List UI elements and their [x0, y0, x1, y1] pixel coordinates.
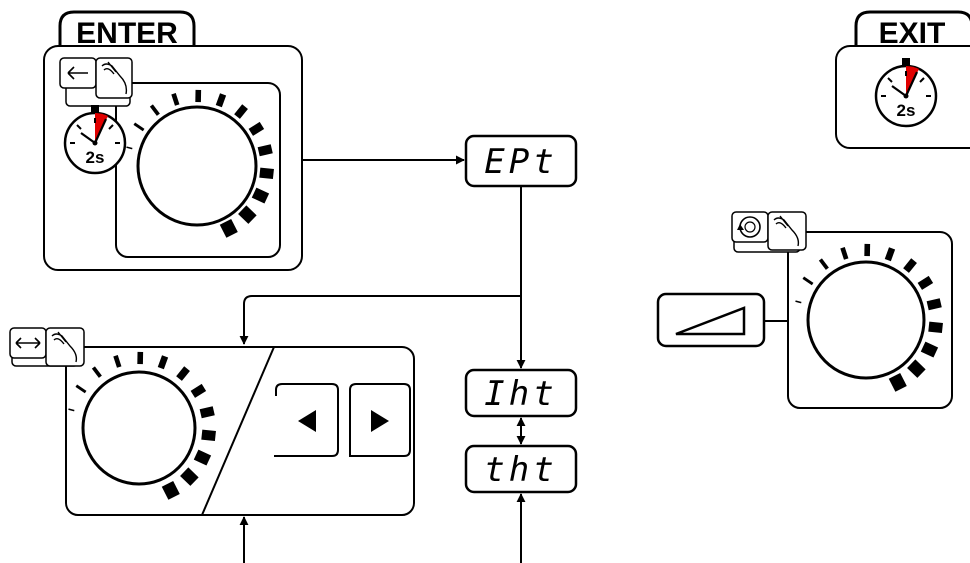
knob-scale-segment — [928, 321, 943, 334]
ramp-icon — [675, 306, 746, 336]
enter-panel: ENTER 2s — [43, 10, 303, 271]
enter-tab — [58, 10, 196, 48]
triangle-left-icon — [298, 410, 316, 432]
right-arrow-button[interactable] — [349, 383, 411, 457]
knob-scale-segment — [91, 366, 102, 378]
knob-scale-segment — [219, 218, 238, 238]
knob-scale-segment — [126, 146, 133, 150]
knob-scale-segment — [907, 359, 926, 378]
adjust-knob-scale — [795, 243, 943, 392]
knob-scale-segment — [234, 104, 248, 119]
exit-hold-time: 2s — [897, 101, 916, 120]
adjust-panel — [656, 211, 953, 409]
knob-scale-segment — [75, 384, 87, 394]
knob-scale-segment — [259, 167, 274, 180]
knob-scale-segment — [113, 355, 122, 368]
knob-scale-segment — [193, 449, 212, 466]
display-tht-text: tht — [484, 450, 557, 490]
knob-scale-segment — [917, 275, 934, 290]
select-panel — [9, 327, 415, 516]
exit-tab-label: EXIT — [879, 17, 946, 50]
knob-scale-segment — [251, 187, 270, 204]
knob-scale-segment — [818, 258, 829, 270]
enter-button-group[interactable] — [59, 57, 133, 107]
knob-scale-segment — [884, 247, 896, 262]
knob-scale-segment — [176, 366, 190, 381]
knob-scale-segment — [257, 144, 273, 157]
knob-scale-segment — [926, 298, 942, 311]
display-ept: EPt — [464, 134, 578, 188]
exit-tab — [854, 10, 970, 48]
rotate-icon[interactable] — [737, 216, 761, 238]
knob-scale-segment — [201, 429, 216, 442]
display-ept-text: EPt — [484, 142, 557, 182]
ramp-indicator — [656, 292, 766, 348]
knob-scale-segment — [920, 341, 939, 358]
knob-scale-segment — [199, 406, 215, 419]
display-iht-text: Iht — [484, 374, 557, 414]
stopwatch-icon: 2s — [63, 105, 127, 175]
display-iht: Iht — [464, 368, 578, 418]
knob-scale-segment — [161, 480, 180, 500]
connector-loop-to-select — [239, 295, 521, 345]
knob-scale-segment — [903, 258, 917, 273]
enter-knob-scale — [126, 89, 274, 238]
knob-scale-segment — [171, 93, 180, 106]
adjust-control-knob[interactable] — [806, 260, 926, 380]
knob-scale-segment — [149, 104, 160, 116]
select-panel-divider — [201, 346, 275, 516]
enter-control-knob[interactable] — [136, 105, 258, 227]
knob-scale-segment — [802, 276, 814, 286]
stopwatch-icon: 2s — [874, 58, 938, 128]
knob-scale-segment — [157, 355, 169, 370]
hand-press-icon — [773, 215, 800, 247]
hand-press-icon — [101, 61, 128, 95]
knob-scale-segment — [215, 93, 227, 108]
select-knob-scale — [68, 351, 216, 500]
knob-scale-segment — [840, 247, 849, 260]
adjust-button-group[interactable] — [731, 211, 807, 253]
knob-scale-segment — [68, 408, 75, 412]
knob-scale-segment — [190, 383, 207, 398]
exit-panel: EXIT 2s — [835, 10, 970, 149]
knob-scale-segment — [180, 467, 199, 486]
enter-hold-time: 2s — [86, 148, 105, 167]
display-tht: tht — [464, 444, 578, 494]
knob-scale-segment — [888, 372, 907, 392]
connectors — [239, 155, 790, 563]
triangle-right-icon — [371, 410, 389, 432]
enter-tab-label: ENTER — [76, 17, 178, 50]
select-control-knob[interactable] — [81, 370, 197, 486]
hand-press-icon — [51, 331, 78, 363]
knob-scale-segment — [133, 122, 145, 132]
knob-scale-segment — [795, 300, 802, 304]
knob-scale-segment — [248, 121, 265, 136]
select-button-group[interactable] — [9, 327, 85, 367]
knob-scale-segment — [238, 205, 257, 224]
left-arrow-button[interactable] — [274, 383, 339, 457]
